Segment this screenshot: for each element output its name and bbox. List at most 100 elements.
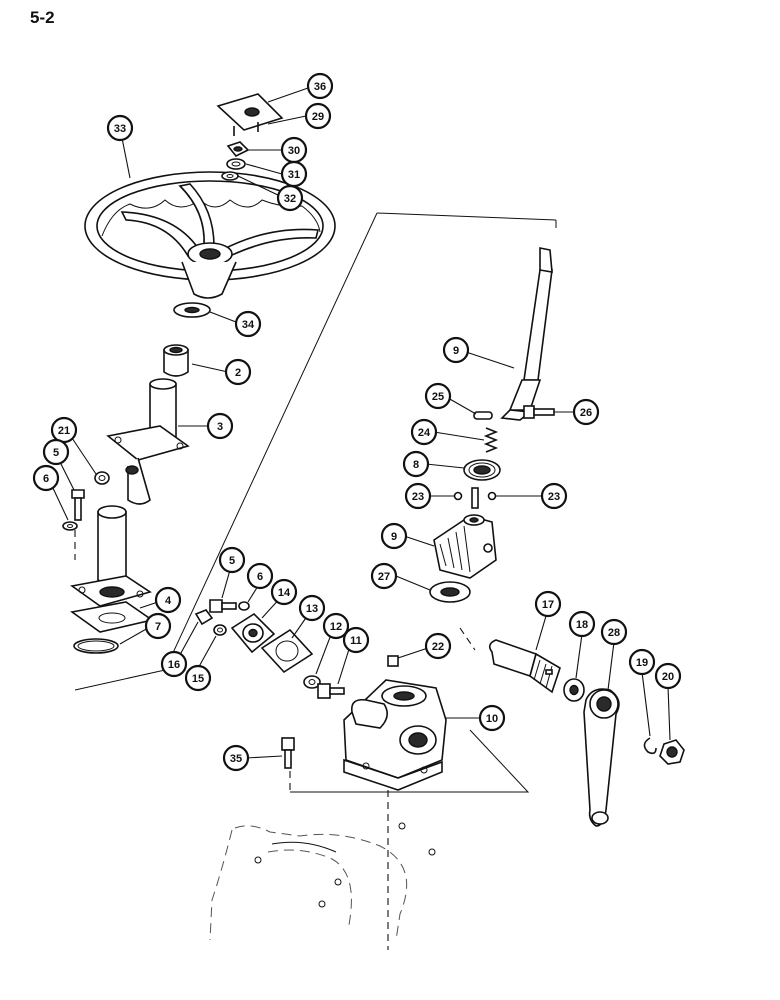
washer-31 bbox=[226, 158, 246, 170]
bushing-2 bbox=[163, 344, 189, 377]
callout-30: 30 bbox=[280, 136, 308, 164]
callout-9-shaft: 9 bbox=[442, 336, 470, 364]
nut-16 bbox=[194, 609, 214, 626]
svg-text:28: 28 bbox=[608, 627, 620, 639]
washer-34 bbox=[173, 302, 211, 318]
callout-25: 25 bbox=[424, 382, 452, 410]
svg-text:26: 26 bbox=[580, 407, 592, 419]
svg-text:18: 18 bbox=[576, 619, 588, 631]
assembly-boundary bbox=[74, 212, 557, 950]
callout-4: 4 bbox=[154, 586, 182, 614]
callouts: 36 29 30 31 32 33 34 2 3 21 5 6 4 7 9 25… bbox=[32, 72, 682, 772]
callout-35: 35 bbox=[222, 744, 250, 772]
svg-text:27: 27 bbox=[378, 571, 390, 583]
lower-column bbox=[70, 505, 152, 607]
callout-11: 11 bbox=[342, 626, 370, 654]
callout-33: 33 bbox=[106, 114, 134, 142]
callout-7: 7 bbox=[144, 612, 172, 640]
svg-text:19: 19 bbox=[636, 657, 648, 669]
callout-22: 22 bbox=[424, 632, 452, 660]
callout-21: 21 bbox=[50, 416, 78, 444]
o-ring-7 bbox=[73, 638, 119, 654]
svg-text:7: 7 bbox=[155, 621, 161, 633]
callout-8: 8 bbox=[402, 450, 430, 478]
callout-28: 28 bbox=[600, 618, 628, 646]
svg-text:30: 30 bbox=[288, 145, 300, 157]
callout-19: 19 bbox=[628, 648, 656, 676]
svg-text:5: 5 bbox=[53, 447, 59, 459]
callout-5-left: 5 bbox=[42, 438, 70, 466]
plug-22 bbox=[387, 655, 399, 667]
callout-13: 13 bbox=[298, 594, 326, 622]
o-rings-23 bbox=[453, 487, 497, 509]
horn-cap-plate bbox=[216, 93, 284, 136]
callout-15: 15 bbox=[184, 664, 212, 692]
washer-6-center bbox=[238, 601, 250, 611]
callout-5-center: 5 bbox=[218, 546, 246, 574]
svg-text:24: 24 bbox=[418, 427, 431, 439]
callout-26: 26 bbox=[572, 398, 600, 426]
svg-text:17: 17 bbox=[542, 599, 554, 611]
svg-text:13: 13 bbox=[306, 603, 318, 615]
nut-30 bbox=[226, 141, 250, 158]
bolt-11 bbox=[317, 683, 345, 699]
callout-3: 3 bbox=[206, 412, 234, 440]
page-number: 5-2 bbox=[30, 8, 55, 27]
callout-16: 16 bbox=[160, 650, 188, 678]
callout-23-right: 23 bbox=[540, 482, 568, 510]
svg-text:15: 15 bbox=[192, 673, 204, 685]
svg-text:6: 6 bbox=[43, 473, 49, 485]
gasket-4 bbox=[70, 601, 154, 633]
bolt-26 bbox=[523, 405, 555, 419]
svg-text:20: 20 bbox=[662, 671, 674, 683]
plug-21 bbox=[94, 471, 110, 485]
svg-text:8: 8 bbox=[413, 459, 419, 471]
svg-text:14: 14 bbox=[278, 587, 291, 599]
svg-text:10: 10 bbox=[486, 713, 498, 725]
shim-12 bbox=[303, 675, 321, 689]
nut-20 bbox=[659, 739, 685, 765]
spring-24 bbox=[483, 427, 499, 453]
svg-text:9: 9 bbox=[453, 345, 459, 357]
bolt-5-center bbox=[209, 599, 237, 613]
washer-15 bbox=[213, 624, 227, 636]
callout-6-left: 6 bbox=[32, 464, 60, 492]
bearing-27 bbox=[429, 581, 471, 603]
callout-36: 36 bbox=[306, 72, 334, 100]
svg-text:32: 32 bbox=[284, 193, 296, 205]
bearing-8 bbox=[463, 459, 501, 481]
washer-32 bbox=[221, 171, 239, 181]
bolt-35 bbox=[281, 737, 295, 769]
snap-ring-19 bbox=[643, 737, 657, 755]
callout-32: 32 bbox=[276, 184, 304, 212]
pin-25 bbox=[473, 411, 493, 420]
svg-text:6: 6 bbox=[257, 571, 263, 583]
ball-nut-9 bbox=[433, 514, 497, 579]
steering-wheel bbox=[84, 171, 336, 299]
callout-2: 2 bbox=[224, 358, 252, 386]
callout-10: 10 bbox=[478, 704, 506, 732]
callout-34: 34 bbox=[234, 310, 262, 338]
bolt-5-left bbox=[71, 489, 85, 521]
chassis-outline bbox=[209, 822, 436, 941]
side-cover-14 bbox=[230, 612, 276, 654]
svg-text:12: 12 bbox=[330, 621, 342, 633]
gasket-13 bbox=[260, 628, 314, 674]
callout-27: 27 bbox=[370, 562, 398, 590]
callout-17: 17 bbox=[534, 590, 562, 618]
column-tube-3 bbox=[106, 378, 190, 505]
callout-9-nut: 9 bbox=[380, 522, 408, 550]
sector-shaft-17 bbox=[488, 639, 561, 694]
svg-text:34: 34 bbox=[242, 319, 255, 331]
pitman-arm-28 bbox=[583, 688, 620, 827]
callout-12: 12 bbox=[322, 612, 350, 640]
callout-24: 24 bbox=[410, 418, 438, 446]
seal-18 bbox=[563, 678, 585, 702]
svg-text:35: 35 bbox=[230, 753, 242, 765]
svg-text:4: 4 bbox=[165, 595, 172, 607]
callout-18: 18 bbox=[568, 610, 596, 638]
svg-text:36: 36 bbox=[314, 81, 326, 93]
callout-14: 14 bbox=[270, 578, 298, 606]
svg-text:22: 22 bbox=[432, 641, 444, 653]
